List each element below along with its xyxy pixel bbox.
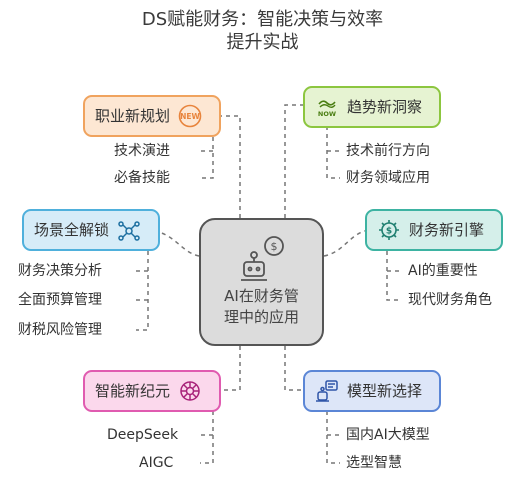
assistant-chat-icon [315, 379, 339, 403]
trend-sub-1: 技术前行方向 [346, 143, 430, 159]
center-label: AI在财务管 理中的应用 [201, 286, 322, 328]
connector-career-sub [200, 137, 214, 179]
era-sub-1: DeepSeek [107, 427, 179, 443]
svg-text:NOW: NOW [318, 110, 336, 118]
connector-era [221, 346, 241, 391]
center-node[interactable]: $ AI在财务管 理中的应用 [199, 218, 324, 346]
title-line-1: DS赋能财务：智能决策与效率 [141, 9, 384, 30]
connector-scenario-sub [136, 251, 149, 331]
connector-trend [284, 104, 303, 218]
connector-engine [323, 229, 371, 257]
svg-text:$: $ [271, 240, 278, 253]
career-sub-2: 必备技能 [114, 170, 170, 186]
trend-sub-2: 财务领域应用 [346, 170, 430, 186]
scenario-sub-2: 全面预算管理 [18, 292, 102, 308]
diagram-title: DS赋能财务：智能决策与效率 提升实战 [0, 8, 525, 54]
robot-with-dollar-coin-icon: $ [237, 234, 289, 284]
center-label-line-2: 理中的应用 [223, 308, 299, 326]
title-line-2: 提升实战 [226, 32, 299, 53]
node-engine[interactable]: $ 财务新引擎 [365, 209, 503, 251]
network-hub-icon [117, 218, 141, 242]
node-model-label: 模型新选择 [347, 381, 423, 400]
scenario-sub-1: 财务决策分析 [18, 263, 102, 279]
connector-career [221, 115, 241, 218]
new-tag-icon: NOW [315, 95, 339, 119]
svg-text:$: $ [386, 227, 392, 237]
dollar-gear-icon: $ [377, 218, 401, 242]
node-career-label: 职业新规划 [95, 106, 171, 125]
career-sub-1: 技术演进 [114, 143, 170, 159]
node-engine-label: 财务新引擎 [409, 220, 485, 239]
node-era-label: 智能新纪元 [95, 381, 171, 400]
connector-model [284, 346, 303, 391]
model-sub-1: 国内AI大模型 [346, 427, 430, 443]
node-scenario[interactable]: 场景全解锁 [22, 209, 160, 251]
connector-trend-sub [326, 126, 340, 179]
model-sub-2: 选型智慧 [346, 455, 402, 471]
connector-model-sub [326, 411, 340, 464]
circuit-brain-icon [178, 379, 202, 403]
node-trend-label: 趋势新洞察 [347, 97, 423, 116]
svg-text:NEW: NEW [180, 112, 200, 121]
center-label-line-1: AI在财务管 [224, 287, 299, 305]
connector-era-sub [200, 411, 214, 464]
node-career[interactable]: 职业新规划 NEW [83, 95, 221, 137]
connector-engine-sub [386, 251, 400, 301]
scenario-sub-3: 财税风险管理 [18, 322, 102, 338]
engine-sub-2: 现代财务角色 [408, 292, 492, 308]
node-scenario-label: 场景全解锁 [34, 220, 110, 239]
node-trend[interactable]: NOW 趋势新洞察 [303, 86, 441, 128]
node-era[interactable]: 智能新纪元 [83, 370, 221, 412]
engine-sub-1: AI的重要性 [408, 263, 478, 279]
new-badge-icon: NEW [178, 104, 202, 128]
era-sub-2: AIGC [139, 455, 174, 471]
node-model[interactable]: 模型新选择 [303, 370, 441, 412]
